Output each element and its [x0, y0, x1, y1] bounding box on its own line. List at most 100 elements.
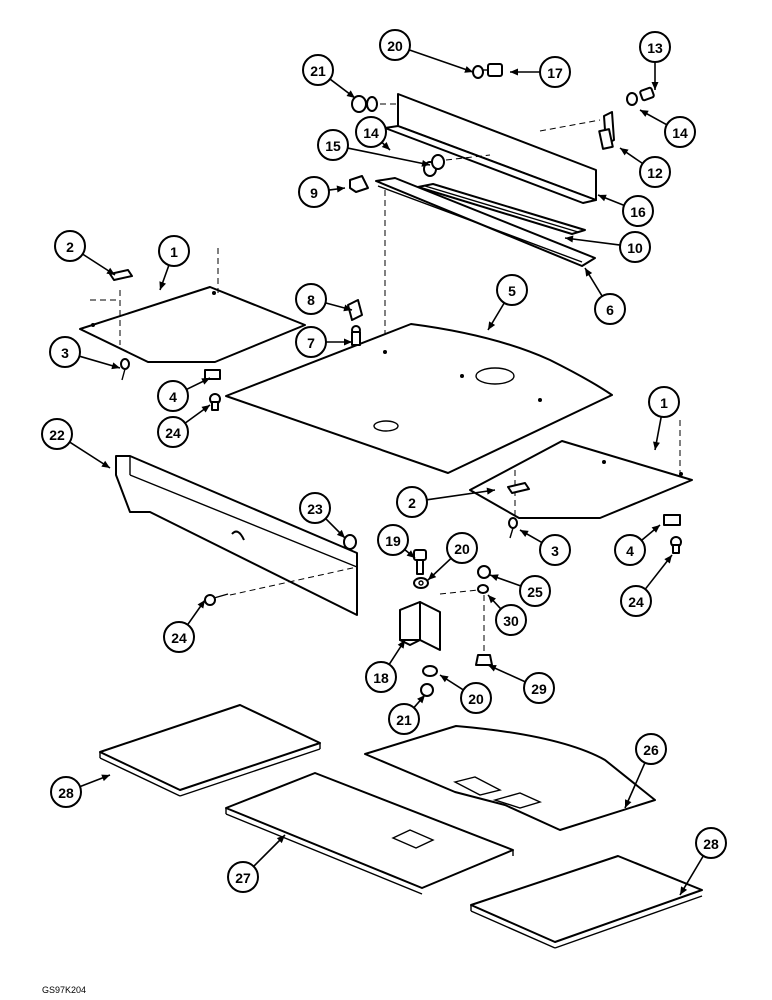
callout-4: 4: [157, 377, 211, 412]
callout-circle: [388, 703, 420, 735]
callout-17: 17: [510, 56, 571, 88]
arrowhead: [510, 68, 518, 76]
callout-8: 8: [295, 283, 353, 315]
callout-3: 3: [519, 529, 571, 566]
callout-24: 24: [620, 554, 673, 617]
callout-label: 14: [672, 125, 688, 141]
rubber-strip-part-10: [417, 183, 586, 235]
right-panel-part-1: [469, 420, 693, 520]
arrowhead: [101, 774, 110, 782]
callout-circle: [620, 585, 652, 617]
callout-circle: [49, 336, 81, 368]
callout-2: 2: [396, 486, 496, 518]
washer-part-20-top: [413, 577, 429, 589]
callout-20: 20: [439, 674, 492, 714]
arrowhead: [488, 595, 496, 604]
callout-27: 27: [227, 834, 286, 893]
callout-label: 28: [58, 785, 74, 801]
callout-circle: [396, 486, 428, 518]
angle-bracket-part-6: [375, 177, 596, 267]
callout-circle: [695, 827, 727, 859]
callout-circle: [635, 733, 667, 765]
bolt-part-17: [472, 63, 503, 79]
arrowhead: [343, 304, 352, 312]
arrowhead: [488, 321, 496, 330]
arrowhead: [565, 235, 574, 243]
callout-circle: [298, 176, 330, 208]
callout-label: 7: [307, 335, 315, 351]
callout-24: 24: [163, 599, 206, 653]
callout-12: 12: [619, 147, 671, 188]
callout-20: 20: [379, 29, 474, 73]
callout-circle: [158, 235, 190, 267]
bolt-part-24-right: [670, 536, 682, 554]
arrowhead: [680, 886, 688, 895]
arrowhead: [406, 550, 415, 558]
callout-label: 29: [531, 681, 547, 697]
callout-label: 26: [643, 742, 659, 758]
washer-part-20-bottom: [422, 665, 438, 677]
clip-part-2-left: [109, 269, 133, 281]
callout-circle: [622, 195, 654, 227]
callout-label: 21: [310, 63, 326, 79]
callout-circle: [639, 31, 671, 63]
arrowhead: [625, 799, 632, 808]
callout-29: 29: [487, 664, 555, 704]
callout-circle: [50, 776, 82, 808]
bolt-part-24-side: [204, 593, 229, 606]
bolt-part-19: [413, 549, 427, 575]
callout-28: 28: [50, 774, 111, 808]
callout-10: 10: [564, 231, 651, 263]
clip-part-2-right: [507, 482, 530, 494]
callout-20: 20: [427, 532, 478, 581]
callout-label: 3: [61, 345, 69, 361]
callout-circle: [619, 231, 651, 263]
arrowhead: [201, 378, 210, 385]
callout-circle: [295, 326, 327, 358]
callout-label: 22: [49, 427, 65, 443]
arrowhead: [344, 338, 352, 346]
washer-part-4-left: [204, 369, 221, 380]
callout-label: 24: [628, 594, 644, 610]
floor-panel-part-5: [225, 323, 613, 474]
callout-label: 28: [703, 836, 719, 852]
callout-21: 21: [302, 54, 356, 99]
callout-label: 25: [527, 584, 543, 600]
latch-part-12: [598, 111, 615, 150]
callout-label: 1: [660, 395, 668, 411]
callout-label: 4: [626, 543, 634, 559]
washer-part-4-right: [663, 514, 681, 526]
callout-14: 14: [355, 116, 391, 151]
callout-1: 1: [648, 386, 680, 451]
nut-washer-parts: [351, 95, 601, 177]
left-panel-part-1: [79, 248, 306, 363]
callout-18: 18: [365, 639, 406, 693]
side-panel-part-22: [115, 455, 358, 616]
callout-3: 3: [49, 336, 121, 370]
callout-circle: [54, 230, 86, 262]
callout-label: 10: [627, 240, 643, 256]
callout-circle: [539, 534, 571, 566]
callout-circle: [163, 621, 195, 653]
arrowhead: [490, 574, 499, 581]
arrowhead: [428, 571, 437, 580]
mat-part-26: [364, 725, 656, 831]
callout-15: 15: [317, 129, 431, 167]
arrowhead: [201, 405, 210, 413]
callout-circle: [157, 380, 189, 412]
callout-circle: [355, 116, 387, 148]
callout-circle: [379, 29, 411, 61]
callout-13: 13: [639, 31, 671, 90]
callout-14: 14: [639, 109, 696, 148]
callout-label: 9: [310, 185, 318, 201]
arrowhead: [106, 267, 115, 275]
callout-22: 22: [41, 418, 111, 469]
callout-label: 13: [647, 40, 663, 56]
mat-part-28-right: [470, 855, 703, 949]
callout-26: 26: [624, 733, 667, 809]
callout-circle: [41, 418, 73, 450]
arrowhead: [336, 185, 345, 193]
rear-plate-part-16: [384, 93, 597, 204]
